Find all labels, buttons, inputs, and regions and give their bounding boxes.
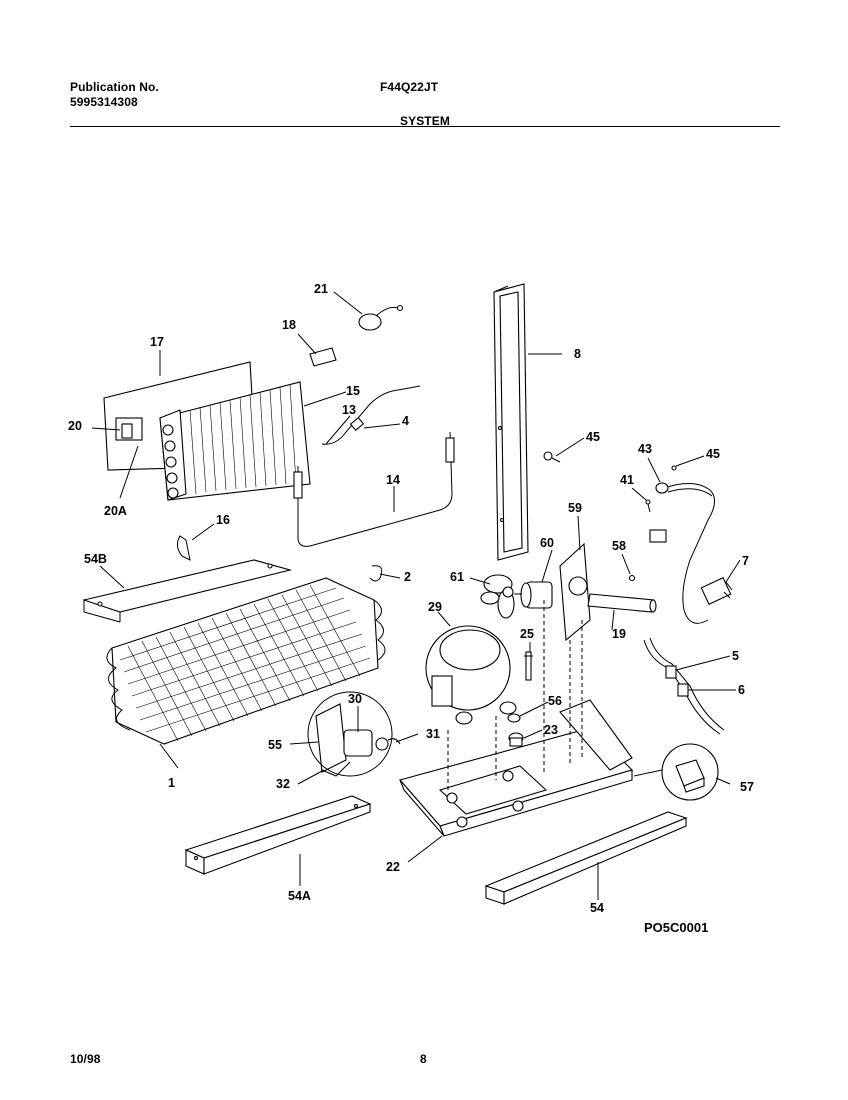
callout: 56: [548, 694, 562, 708]
clip-32: [321, 761, 351, 777]
publication-number: 5995314308: [70, 95, 138, 109]
callout: 45: [706, 447, 720, 461]
callout: 4: [402, 414, 409, 428]
callout: 31: [426, 727, 440, 741]
tube-19: [587, 593, 657, 613]
callout: 32: [276, 777, 290, 791]
callout-labels: 21 18 17 15 13 4 20 20A 14 16 54B 2 1 8 …: [68, 282, 754, 935]
screw-41: [645, 499, 651, 513]
callout: 15: [346, 384, 360, 398]
compressor-29: [425, 625, 517, 725]
diagram-code: PO5C0001: [644, 920, 708, 935]
callout: 8: [574, 347, 581, 361]
callout: 54: [590, 901, 604, 915]
footer-page: 8: [420, 1052, 427, 1066]
callout: 54A: [288, 889, 311, 903]
defrost-thermostat-18: [309, 347, 337, 367]
callout: 43: [638, 442, 652, 456]
coil-bracket-20: [115, 417, 143, 441]
back-panel-8: [493, 283, 529, 561]
grommet-56: [507, 713, 521, 723]
callout: 19: [612, 627, 626, 641]
callout: 25: [520, 627, 534, 641]
callout: 23: [544, 723, 558, 737]
header-rule: [70, 126, 780, 127]
callout: 17: [150, 335, 164, 349]
harness-14: [293, 431, 455, 547]
callout: 22: [386, 860, 400, 874]
clamp-43: [655, 482, 669, 494]
callout: 5: [732, 649, 739, 663]
callout: 54B: [84, 552, 107, 566]
callout: 20A: [104, 504, 127, 518]
wire-5-6: [643, 637, 725, 735]
callout: 29: [428, 600, 442, 614]
rail-54A: [184, 795, 372, 875]
bolt-25: [524, 651, 533, 681]
power-cord-7: [649, 483, 733, 624]
footer-date: 10/98: [70, 1052, 101, 1066]
defrost-heater-21: [358, 304, 404, 331]
condenser-coil-1: [106, 577, 386, 745]
callout: 1: [168, 776, 175, 790]
callout: 30: [348, 692, 362, 706]
detail-57: [661, 743, 719, 801]
publication-label: Publication No.: [70, 80, 159, 94]
defrost-terminator-wire: [321, 385, 421, 445]
relay-detail-circle: [307, 691, 393, 777]
callout: 16: [216, 513, 230, 527]
compressor-base-22: [399, 699, 634, 837]
relay-cover-55: [315, 703, 347, 773]
callout: 7: [742, 554, 749, 568]
callout: 14: [386, 473, 400, 487]
fan-motor-60: [514, 581, 553, 609]
callout: 59: [568, 501, 582, 515]
callout: 61: [450, 570, 464, 584]
dashed-mount-lines: [447, 600, 583, 790]
callout: 2: [404, 570, 411, 584]
screw-45a: [543, 451, 561, 463]
callout: 13: [342, 403, 356, 417]
callout: 60: [540, 536, 554, 550]
callout: 6: [738, 683, 745, 697]
callout: 41: [620, 473, 634, 487]
rail-54: [484, 811, 688, 905]
clip-16: [176, 535, 191, 561]
screw-58: [628, 574, 636, 582]
callout: 20: [68, 419, 82, 433]
callout: 18: [282, 318, 296, 332]
fan-blade-61: [480, 574, 515, 619]
callout: 57: [740, 780, 754, 794]
callout: 45: [586, 430, 600, 444]
relay-30: [343, 729, 389, 757]
wire-31: [387, 738, 401, 745]
screw-45b: [671, 465, 677, 471]
section-title: SYSTEM: [400, 114, 450, 128]
leader-lines: [91, 291, 741, 900]
motor-bracket-59: [559, 542, 591, 642]
callout: 55: [268, 738, 282, 752]
callout: 58: [612, 539, 626, 553]
callout: 21: [314, 282, 328, 296]
bracket-54B: [81, 559, 293, 623]
evaporator-coil: [159, 381, 311, 501]
grommet-23: [508, 732, 524, 747]
clip-2: [369, 565, 383, 582]
model-number: F44Q22JT: [380, 80, 439, 94]
